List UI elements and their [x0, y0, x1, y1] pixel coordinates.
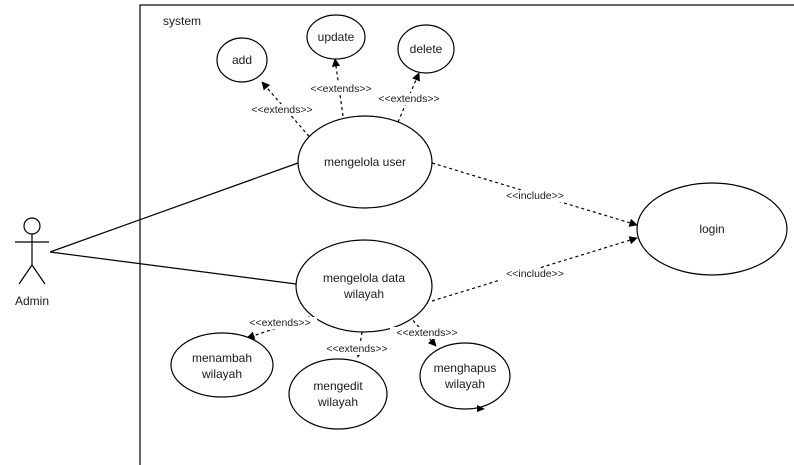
use-case-update[interactable]	[306, 14, 366, 60]
use-case-mengelola-user[interactable]	[297, 115, 433, 209]
use-case-menambah-wilayah-label-line1: menambah	[192, 351, 252, 365]
label-extends-menambah: <<extends>>	[243, 317, 317, 329]
use-case-update-label: update	[318, 30, 355, 44]
use-case-login-label: login	[699, 222, 724, 236]
actor-label: Admin	[15, 294, 49, 308]
actor-admin[interactable]: Admin	[15, 217, 49, 308]
use-case-menambah-wilayah-label-line2: wilayah	[201, 367, 242, 381]
actor-head	[23, 217, 41, 235]
include-label-wilayah: <<include>>	[506, 268, 564, 280]
use-case-delete-label: delete	[410, 42, 443, 56]
label-extends-menghapus: <<extends>>	[390, 327, 464, 339]
extends-label-update: <<extends>>	[310, 83, 371, 95]
use-case-menambah-wilayah[interactable]	[170, 332, 274, 398]
use-case-mengelola-data-wilayah-label-line2: wilayah	[343, 287, 384, 301]
menghapus-tail-arrow-icon	[477, 405, 485, 412]
use-case-delete[interactable]	[397, 24, 455, 74]
extends-label-menambah: <<extends>>	[249, 317, 310, 329]
use-case-menghapus-wilayah[interactable]	[419, 342, 511, 410]
label-include-wilayah: <<include>>	[500, 268, 570, 280]
use-case-mengedit-wilayah[interactable]	[288, 358, 388, 430]
use-case-mengedit-wilayah-label-line2: wilayah	[317, 395, 358, 409]
system-title: system	[163, 14, 201, 28]
use-case-add-label: add	[232, 53, 252, 67]
extends-label-add: <<extends>>	[251, 104, 312, 116]
association-admin-mengelola-data-wilayah	[49, 251, 297, 285]
use-case-add[interactable]	[216, 37, 268, 83]
use-case-mengedit-wilayah-label-line1: mengedit	[313, 379, 363, 393]
use-case-login[interactable]	[636, 182, 788, 276]
use-case-menghapus-wilayah-label-line2: wilayah	[444, 377, 485, 391]
label-extends-mengedit: <<extends>>	[320, 343, 394, 355]
label-extends-delete: <<extends>>	[372, 93, 446, 105]
label-extends-add: <<extends>>	[246, 104, 319, 116]
label-include-user: <<include>>	[500, 190, 570, 202]
association-admin-mengelola-user	[49, 162, 299, 253]
use-case-menghapus-wilayah-label-line1: menghapus	[434, 361, 497, 375]
system-boundary	[139, 4, 794, 465]
extends-label-delete: <<extends>>	[378, 93, 439, 105]
label-extends-update: <<extends>>	[304, 83, 378, 95]
extends-label-menghapus: <<extends>>	[396, 327, 457, 339]
use-case-mengelola-data-wilayah-label-line1: mengelola data	[323, 271, 405, 285]
actor-left-leg	[18, 264, 33, 285]
include-label-user: <<include>>	[506, 190, 564, 202]
actor-right-leg	[31, 264, 46, 285]
use-case-mengelola-data-wilayah[interactable]	[295, 239, 433, 333]
extends-label-mengedit: <<extends>>	[326, 343, 387, 355]
use-case-mengelola-user-label: mengelola user	[324, 155, 406, 169]
